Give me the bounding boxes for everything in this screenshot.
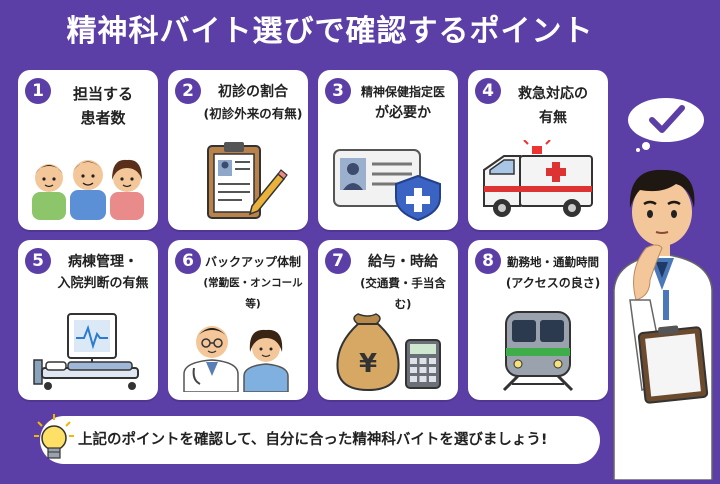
thought-bubble (624, 96, 708, 152)
point-card-2: 2 初診の割合 (初診外来の有無) (168, 70, 308, 230)
point-label: 救急対応の 有無 (518, 86, 588, 126)
id-card-shield-icon (328, 140, 448, 222)
clipboard-pen-icon (178, 140, 298, 222)
svg-text:¥: ¥ (359, 349, 377, 379)
bottom-banner (40, 416, 600, 464)
patients-icon (28, 140, 148, 222)
point-number: 7 (325, 248, 351, 274)
checkmark-icon (628, 98, 704, 152)
point-card-4: 4 救急対応の 有無 (468, 70, 608, 230)
point-card-3: 3 精神保健指定医 が必要か (318, 70, 458, 230)
point-label: 初診の割合 (初診外来の有無) (203, 84, 303, 121)
point-number: 3 (325, 78, 351, 104)
page-title: 精神科バイト選びで確認するポイント (66, 14, 594, 49)
point-number: 5 (25, 248, 51, 274)
yen-bag-calculator-icon: ¥ (328, 310, 448, 392)
doctor-nurse-icon (178, 310, 298, 392)
point-label: 給与・時給 (交通費・手当含む) (360, 254, 446, 311)
point-card-1: 1 担当する 患者数 (18, 70, 158, 230)
point-label: 担当する 患者数 (72, 85, 133, 127)
point-number: 8 (475, 248, 501, 274)
point-number: 2 (175, 78, 201, 104)
points-grid: 1 担当する 患者数 (18, 70, 610, 400)
point-label: 精神保健指定医 が必要か (360, 85, 445, 121)
thinking-doctor-icon (606, 150, 720, 481)
point-number: 4 (475, 78, 501, 104)
point-card-7: 7 給与・時給 (交通費・手当含む) ¥ (318, 240, 458, 400)
hospital-bed-icon (28, 310, 148, 392)
point-label: バックアップ体制 (常勤医・オンコール等) (203, 255, 303, 310)
ambulance-icon (478, 140, 598, 222)
point-card-5: 5 病棟管理・ 入院判断の有無 (18, 240, 158, 400)
point-label: 病棟管理・ 入院判断の有無 (57, 254, 149, 291)
train-icon (478, 310, 598, 392)
banner-message: 上記のポイントを確認して、自分に合った精神科バイトを選びましょう! (78, 432, 548, 448)
point-label: 勤務地・通勤時間 (アクセスの良さ) (505, 255, 601, 290)
lightbulb-icon (32, 412, 76, 466)
point-number: 6 (175, 248, 201, 274)
point-card-8: 8 勤務地・通勤時間 (アクセスの良さ) (468, 240, 608, 400)
point-card-6: 6 バックアップ体制 (常勤医・オンコール等) (168, 240, 308, 400)
point-number: 1 (25, 78, 51, 104)
